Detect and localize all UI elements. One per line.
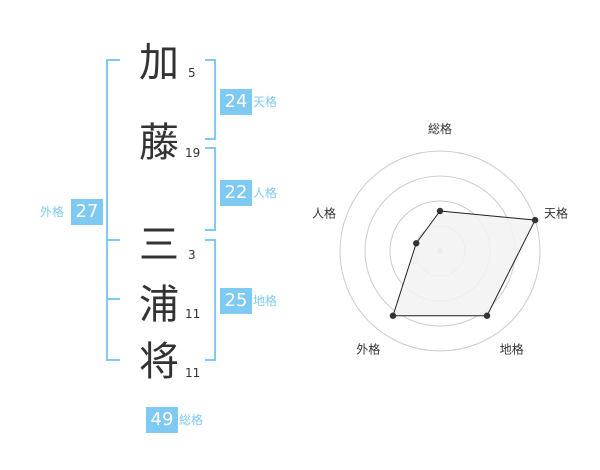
name-char-1-strokes: 5 (188, 66, 196, 80)
gaikaku-bracket (106, 59, 120, 361)
radar-axis-label-2: 天格 (544, 205, 568, 220)
radar-ring-4 (339, 150, 541, 352)
name-char-2: 藤 (139, 120, 179, 166)
soukaku-label: 総格 (179, 413, 204, 427)
gaikaku-label: 外格 (40, 205, 65, 219)
radar-value-polygon (392, 210, 536, 317)
name-char-4: 浦 (139, 282, 179, 328)
radar-axis-label-3: 地格 (500, 342, 524, 357)
radar-point-4 (389, 312, 397, 319)
radar-point-3 (483, 312, 491, 319)
chikaku-label: 地格 (253, 294, 278, 308)
jinkaku-value-badge: 22 (220, 180, 252, 206)
jinkaku-label: 人格 (253, 186, 278, 200)
tenkaku-label: 天格 (253, 95, 278, 109)
radar-axis-label-4: 外格 (356, 342, 380, 357)
name-char-1: 加 (139, 40, 179, 86)
radar-point-1 (436, 207, 444, 215)
radar-point-5 (413, 240, 420, 247)
soukaku-value-badge: 49 (146, 407, 178, 433)
name-char-5-strokes: 11 (185, 366, 201, 380)
tenkaku-bracket (205, 59, 216, 140)
radar-axis-label-1: 総格 (428, 121, 452, 136)
radar-point-2 (531, 216, 539, 224)
tenkaku-value-badge: 24 (220, 89, 252, 115)
radar-axis-label-5: 人格 (312, 205, 336, 220)
jinkaku-bracket (205, 147, 216, 231)
name-char-3: 三 (139, 222, 179, 268)
chikaku-value-badge: 25 (220, 288, 252, 314)
chikaku-bracket (205, 239, 216, 361)
gaikaku-value-badge: 27 (71, 199, 103, 225)
name-char-4-strokes: 11 (185, 307, 201, 321)
name-char-3-strokes: 3 (188, 248, 196, 262)
name-char-2-strokes: 19 (185, 146, 201, 160)
name-char-5: 将 (139, 339, 179, 385)
